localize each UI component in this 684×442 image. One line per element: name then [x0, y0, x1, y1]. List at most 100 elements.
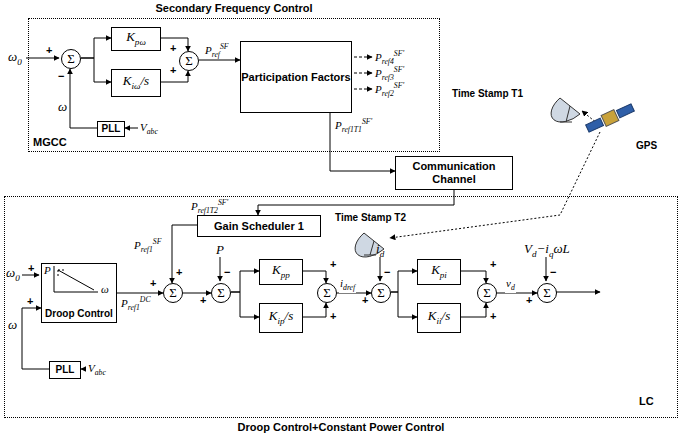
region-label: Droop Control+Constant Power Control [5, 421, 677, 434]
symbol: P [335, 119, 342, 131]
symbol: K [431, 262, 440, 277]
edge-label: Pref1DC [120, 296, 152, 312]
symbol: P [375, 51, 382, 63]
sign-label: + [176, 266, 182, 278]
subscript: abc [95, 368, 106, 377]
superscript: SF [153, 237, 162, 246]
symbol: ω [8, 49, 17, 64]
block: Kip/s [259, 303, 303, 333]
block-label: Σ [169, 286, 177, 301]
summing-junction: Σ [371, 283, 391, 303]
superscript: SF' [394, 65, 404, 74]
signal-label: Vabc [140, 121, 158, 137]
sign-label: − [58, 70, 64, 82]
subscript: pi [440, 270, 447, 280]
signal-label: ω0 [6, 266, 20, 283]
signal-connector [231, 292, 259, 317]
summing-junction: Σ [317, 283, 337, 303]
region-label: Secondary Frequency Control [29, 2, 439, 15]
sign-label: − [550, 266, 556, 278]
symbol: ωL [553, 241, 569, 256]
subscript: ref1T1 [342, 125, 362, 134]
input-wire [380, 257, 381, 281]
droop-guide [58, 270, 66, 276]
block-label: PLL [102, 123, 121, 135]
symbol: i [340, 277, 343, 289]
droop-line [58, 270, 94, 290]
sign-label: + [330, 310, 336, 322]
signal-connector [117, 293, 163, 294]
block-label: Kiω/s [123, 74, 149, 91]
sign-label: + [490, 258, 496, 270]
sign-label: + [362, 294, 368, 306]
signal-connector [258, 190, 454, 215]
signal-label: ω [58, 100, 67, 114]
signal-label: ω [101, 283, 109, 295]
summing-junction: Σ [537, 283, 557, 303]
symbol: /s [285, 308, 294, 323]
block-label: Σ [483, 286, 491, 301]
symbol: P [205, 44, 212, 56]
symbol: v [506, 277, 511, 289]
droop-axes [54, 266, 98, 292]
gps-link [390, 132, 600, 238]
subscript: d [380, 249, 385, 259]
block: PLL [97, 121, 125, 137]
signal-connector [461, 303, 486, 317]
symbol: P [121, 297, 128, 309]
block-label: Σ [185, 54, 193, 69]
signal-connector [199, 60, 240, 61]
subscript: ii [436, 316, 441, 326]
subscript: d [532, 249, 537, 259]
superscript: SF' [362, 117, 372, 126]
symbol: V [88, 362, 95, 374]
sign-label: + [330, 258, 336, 270]
block: Kii/s [417, 303, 461, 333]
signal-label: Pref3SF' [375, 66, 404, 82]
sign-label: + [150, 277, 156, 289]
block-label: Participation Factors [241, 71, 350, 84]
sign-label: + [170, 42, 176, 54]
block: Kpω [111, 27, 161, 51]
sign-label: + [200, 294, 206, 306]
symbol: P [375, 67, 382, 79]
summing-junction: Σ [163, 283, 183, 303]
signal-connector [391, 271, 417, 292]
block-label: Kii/s [428, 309, 450, 326]
sign-label: − [224, 266, 230, 278]
subscript: pω [135, 37, 146, 47]
subscript: ref4 [382, 57, 394, 66]
symbol: i [376, 241, 380, 256]
signal-label: ω [8, 318, 17, 332]
signal-label: Pref2SF' [375, 82, 404, 98]
signal-label: Vabc [88, 362, 106, 378]
block-label: PLL [56, 364, 75, 376]
symbol: P [375, 83, 382, 95]
output-wire [349, 89, 372, 90]
signal-label: ω0 [8, 50, 22, 67]
signal-label: P [216, 243, 224, 257]
symbol: P [191, 200, 198, 212]
subscript: ip [277, 316, 284, 326]
dish-icon [551, 98, 580, 122]
signal-label: Time Stamp T2 [335, 212, 406, 223]
block-label: Σ [377, 286, 385, 301]
symbol: /s [442, 308, 451, 323]
subscript: abc [147, 127, 158, 136]
block: Communication Channel [395, 156, 513, 190]
sign-label: + [526, 294, 532, 306]
input-wire [546, 257, 547, 281]
symbol: −i [537, 241, 549, 256]
block-label: Σ [67, 52, 75, 67]
subscript: ref1T2 [198, 206, 218, 215]
symbol: V [140, 121, 147, 133]
block-label: Communication Channel [396, 160, 512, 185]
signal-connector [303, 271, 326, 283]
symbol: K [272, 262, 281, 277]
sign-label: + [490, 310, 496, 322]
signal-label: Vd−iqωL [524, 242, 570, 259]
subscript: pp [281, 270, 290, 280]
summing-junction: Σ [179, 51, 199, 71]
subscript: 0 [17, 57, 22, 67]
symbol: P [134, 239, 141, 251]
